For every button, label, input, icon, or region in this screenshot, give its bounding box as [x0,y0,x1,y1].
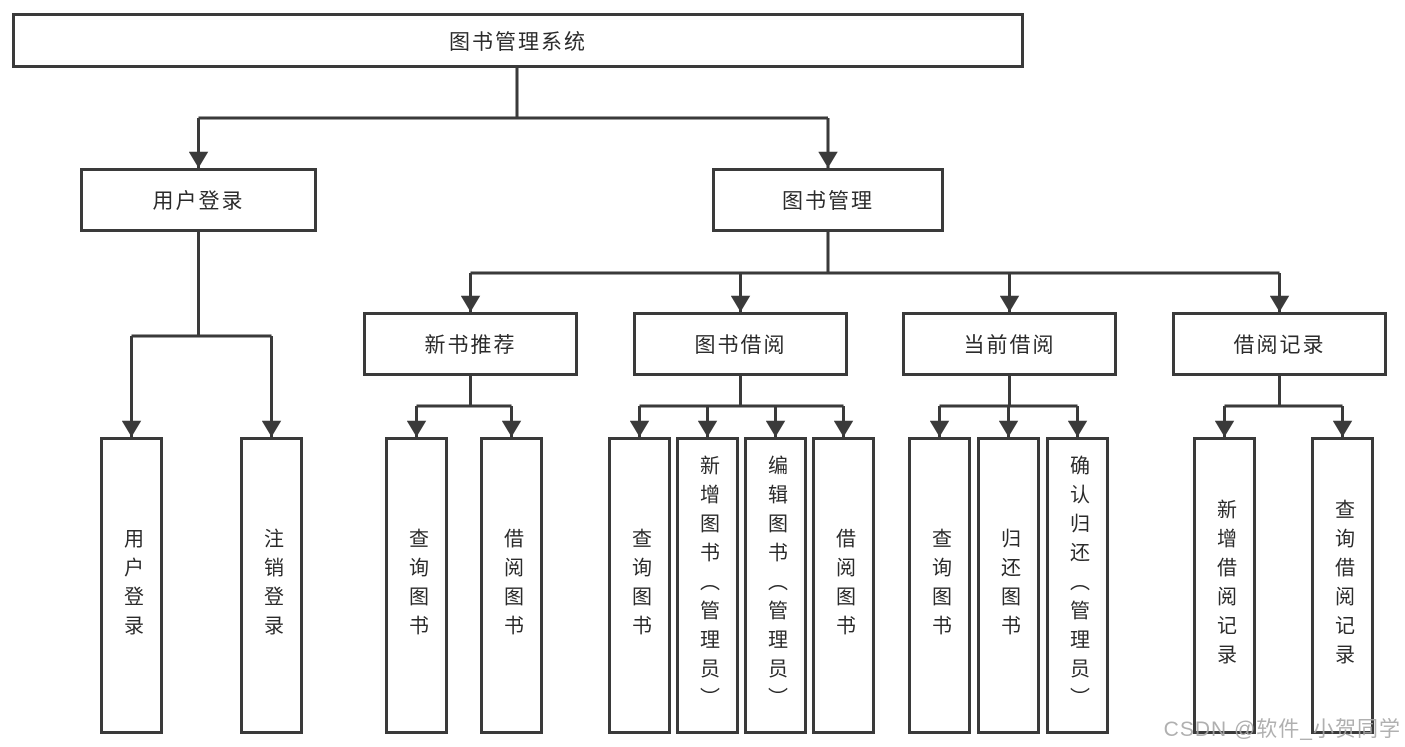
node-root-system: 图书管理系统 [12,13,1024,68]
connector-arrow-lines [121,118,1353,437]
leaf-logout: 注销登录 [240,437,303,734]
leaf-query-borrow-record: 查询借阅记录 [1311,437,1374,734]
node-book-borrowing: 图书借阅 [633,312,848,376]
leaf-add-borrow-record: 新增借阅记录 [1193,437,1256,734]
node-book-management: 图书管理 [712,168,944,232]
node-current-borrowing: 当前借阅 [902,312,1117,376]
leaf-borrow-books: 借阅图书 [812,437,875,734]
leaf-return-book: 归还图书 [977,437,1040,734]
leaf-query-books-current: 查询图书 [908,437,971,734]
leaf-user-login: 用户登录 [100,437,163,734]
leaf-edit-book-admin: 编辑图书（管理员） [744,437,807,734]
node-borrowing-records: 借阅记录 [1172,312,1387,376]
node-new-book-recommendation: 新书推荐 [363,312,578,376]
leaf-query-books-recommend: 查询图书 [385,437,448,734]
leaf-borrow-books-recommend: 借阅图书 [480,437,543,734]
leaf-query-books-borrow: 查询图书 [608,437,671,734]
leaf-confirm-return-admin: 确认归还（管理员） [1046,437,1109,734]
node-user-login: 用户登录 [80,168,317,232]
leaf-add-book-admin: 新增图书（管理员） [676,437,739,734]
watermark-text: CSDN @软件_小贺同学 [1163,718,1401,741]
